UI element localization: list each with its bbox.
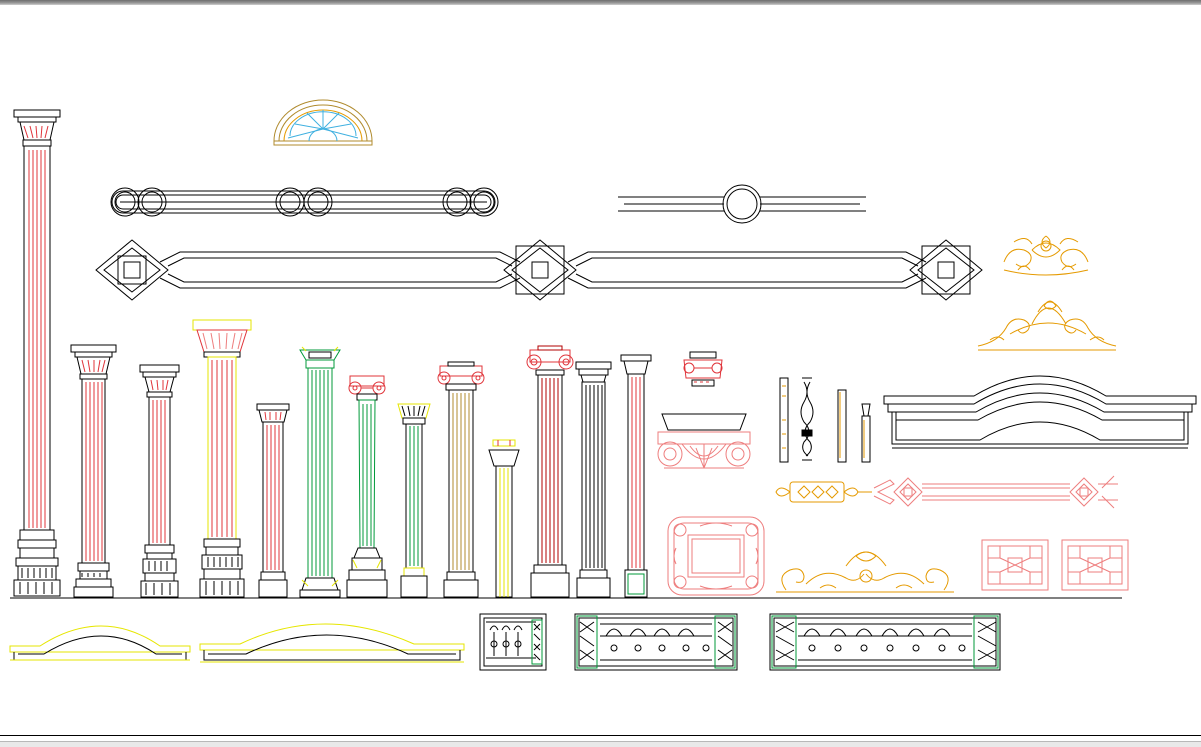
- column-icon[interactable]: [488, 439, 520, 598]
- column-icon[interactable]: [256, 403, 290, 598]
- column-icon[interactable]: [575, 361, 612, 598]
- ring-molding-icon[interactable]: [110, 187, 499, 217]
- pediment-icon[interactable]: [199, 623, 465, 663]
- diamond-frieze-icon[interactable]: [95, 239, 983, 301]
- column-icon[interactable]: [70, 344, 117, 598]
- medallion-molding-icon[interactable]: [618, 184, 866, 224]
- column-icon[interactable]: [437, 361, 485, 598]
- column-icon[interactable]: [526, 345, 574, 598]
- ornate-frame-icon[interactable]: [667, 516, 765, 596]
- column-icon[interactable]: [139, 364, 180, 598]
- arch-window-icon[interactable]: [273, 99, 373, 146]
- pediment-icon[interactable]: [883, 375, 1197, 449]
- baluster-icon[interactable]: [779, 377, 871, 463]
- pediment-icon[interactable]: [9, 625, 191, 661]
- column-icon[interactable]: [620, 354, 652, 598]
- scroll-ornament-icon[interactable]: [977, 300, 1117, 351]
- balustrade-icon[interactable]: [769, 613, 1001, 671]
- column-icon[interactable]: [346, 375, 388, 598]
- diamond-frieze-icon[interactable]: [775, 475, 1118, 509]
- capital-icon[interactable]: [657, 413, 751, 469]
- column-icon[interactable]: [192, 319, 252, 598]
- window-top-border: [0, 0, 1201, 5]
- scroll-ornament-icon[interactable]: [1003, 235, 1089, 276]
- fretwork-icon[interactable]: [981, 539, 1129, 591]
- balustrade-icon[interactable]: [574, 613, 738, 671]
- column-icon[interactable]: [397, 403, 431, 598]
- scroll-ornament-icon[interactable]: [776, 551, 954, 593]
- column-icon[interactable]: [13, 109, 61, 597]
- drawing-bottom-border: [0, 735, 1201, 736]
- column-icon[interactable]: [299, 346, 341, 598]
- capital-icon[interactable]: [683, 351, 723, 387]
- balustrade-icon[interactable]: [479, 613, 547, 671]
- status-strip: [0, 741, 1201, 747]
